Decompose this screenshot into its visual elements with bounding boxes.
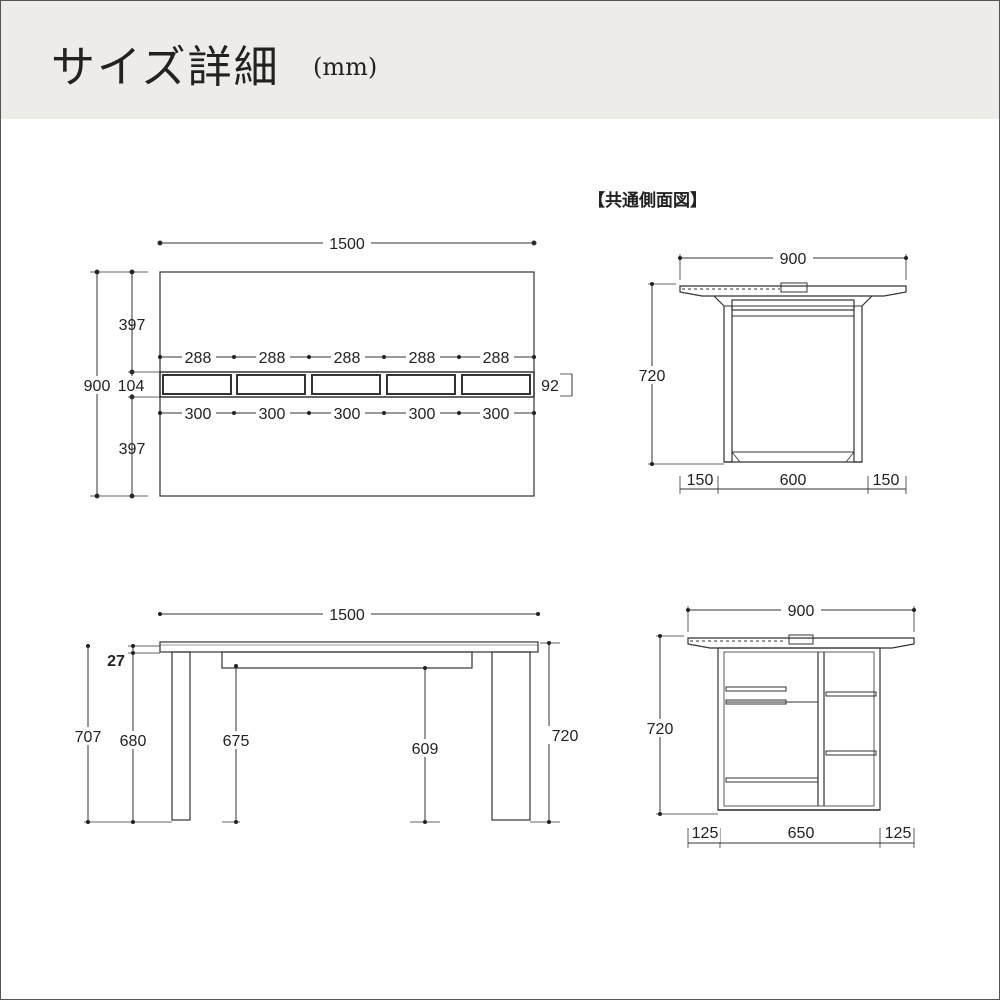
side-b-right-label: 125: [885, 825, 912, 842]
front-view-dots: [86, 612, 551, 824]
side-b-tabletop: [687, 637, 915, 649]
front-apron: [221, 651, 473, 669]
overall-height-label: 707: [75, 729, 102, 746]
side-a-right-label: 150: [873, 472, 900, 489]
slot-4: [386, 374, 456, 395]
leg-height-label: 680: [120, 733, 147, 750]
side-b-body: [717, 647, 881, 811]
side-a-height-label: 720: [639, 368, 666, 385]
slot-inner-label: 288: [483, 350, 510, 367]
inner-right-label: 609: [412, 741, 439, 758]
side-view-a-labels: 900 720 150 600 150: [633, 249, 902, 489]
top-view-outline: [159, 271, 535, 497]
side-view-b-dots: [658, 608, 916, 816]
side-view-b: [656, 606, 915, 848]
side-view-b-labels: 900 720 125 650 125: [641, 601, 912, 842]
side-view-caption: 【共通側面図】: [588, 190, 707, 211]
upper-margin-label: 397: [119, 317, 146, 334]
side-b-width-label: 900: [788, 603, 815, 620]
slot-pitch-label: 300: [409, 406, 436, 423]
side-a-tabletop: [679, 285, 907, 297]
front-view-labels: 1500 27 707 680 675 609 720: [70, 605, 582, 758]
side-b-center-label: 650: [788, 825, 815, 842]
top-view-labels: 1500 397 397 900 104 92 288 288 288 288 …: [78, 234, 559, 458]
side-a-left-label: 150: [687, 472, 714, 489]
side-a-width-label: 900: [780, 251, 807, 268]
side-a-center-label: 600: [780, 472, 807, 489]
right-dim-label: 92: [541, 378, 559, 395]
top-view: [90, 240, 573, 499]
inner-left-label: 675: [223, 733, 250, 750]
slot-pitch-label: 300: [185, 406, 212, 423]
side-view-a-dots: [650, 256, 908, 466]
front-width-label: 1500: [329, 607, 365, 624]
side-b-left-label: 125: [692, 825, 719, 842]
slot-2: [236, 374, 306, 395]
slot-pitch-label: 300: [259, 406, 286, 423]
right-height-label: 720: [552, 728, 579, 745]
page-title: サイズ詳細: [51, 42, 280, 93]
slot-inner-label: 288: [185, 350, 212, 367]
slot-band: [159, 371, 535, 398]
slot-pitch-label: 300: [334, 406, 361, 423]
front-right-leg: [491, 651, 531, 821]
slot-inner-label: 288: [334, 350, 361, 367]
slot-5: [461, 374, 531, 395]
header-bar: サイズ詳細 (mm): [1, 1, 999, 119]
slot-depth-label: 104: [118, 378, 145, 395]
slot-pitch-label: 300: [483, 406, 510, 423]
top-view-slot-ticks: [158, 355, 536, 415]
top-width-label: 1500: [329, 236, 365, 253]
slot-inner-label: 288: [409, 350, 436, 367]
slot-1: [162, 374, 232, 395]
side-view-a: [648, 254, 907, 494]
front-view: [84, 613, 560, 823]
front-tabletop: [159, 641, 539, 653]
lower-margin-label: 397: [119, 441, 146, 458]
slot-inner-label: 288: [259, 350, 286, 367]
depth-label: 900: [84, 378, 111, 395]
unit-label: (mm): [313, 53, 378, 81]
slot-3: [311, 374, 381, 395]
side-b-height-label: 720: [647, 721, 674, 738]
front-left-leg: [171, 651, 191, 821]
top-thickness-label: 27: [107, 653, 125, 670]
